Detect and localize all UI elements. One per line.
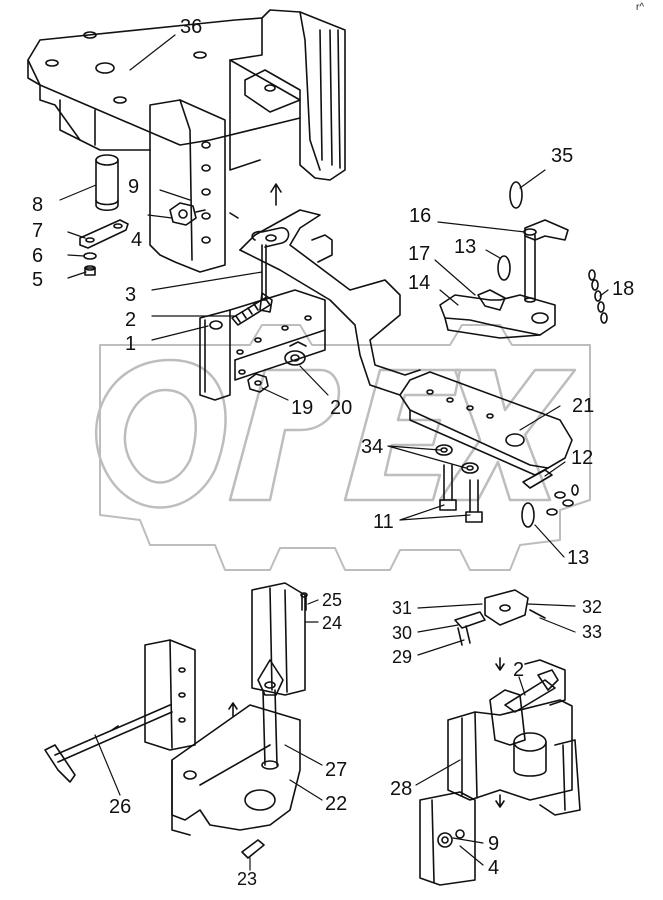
callout-21: 21 [572,395,595,417]
callout-31: 31 [392,598,413,618]
part-29-33-linkage [454,589,546,646]
callout-9: 9 [128,176,140,198]
callout-20: 20 [330,397,353,419]
part-8-pin [95,154,119,212]
callout-28: 28 [390,778,413,800]
callout-8: 8 [32,194,44,216]
part-13-ring-lower [521,502,535,528]
callout-29: 29 [392,647,413,667]
part-35-ring [509,181,523,209]
part-26-rod [44,704,173,783]
part-20-washer [284,341,307,366]
part-6-washer [83,252,97,260]
callout-30: 30 [392,623,413,643]
callout-6: 6 [32,245,44,267]
callout-27: 27 [325,759,348,781]
part-34-washers [435,444,479,474]
part-side-rail [149,99,226,273]
callout-34: 34 [361,436,384,458]
part-18-chain [588,269,608,324]
callout-36: 36 [180,16,203,38]
callout-16: 16 [409,205,432,227]
callout-2-lower: 2 [513,659,525,681]
callout-12: 12 [571,447,594,469]
callout-4: 4 [131,229,143,251]
part-7-clip [79,219,129,249]
part-22-bracket [171,704,301,836]
corner-mark: r^ [636,2,645,13]
callout-11: 11 [373,511,394,533]
part-rail-left [144,639,196,751]
part-13-ring-upper [497,255,511,281]
callout-7: 7 [32,220,44,242]
part-23-clip [241,839,265,859]
callout-19: 19 [291,397,314,419]
part-2-bolt [231,292,273,326]
callout-17: 17 [408,243,431,265]
callout-13-upper: 13 [454,236,477,258]
leader-lines [59,34,609,871]
watermark-gear [99,324,591,571]
part-1-bracket [199,289,326,401]
callout-4-lower: 4 [488,857,500,879]
callout-26: 26 [109,796,132,818]
part-11-bolts [439,464,483,523]
callout-5: 5 [32,269,44,291]
part-16-pin [523,219,569,303]
part-lower-rail [419,791,476,886]
part-14-hitch-block [439,289,556,339]
callout-25: 25 [322,590,343,610]
direction-arrows [228,183,505,808]
callout-24: 24 [322,613,343,633]
callout-13-lower: 13 [567,547,590,569]
part-12-clip [522,469,579,516]
part-25-bolt [300,592,308,611]
part-3-pin [261,244,267,301]
callout-3: 3 [125,284,137,306]
callout-2: 2 [125,309,137,331]
part-28-bracket [447,659,581,816]
part-rail-right [251,582,306,696]
part-9-nut [169,202,206,226]
callout-18: 18 [612,278,635,300]
callout-35: 35 [551,145,574,167]
part-36-plate [27,9,346,181]
part-5-bolt [84,265,96,276]
callout-22: 22 [325,793,348,815]
callout-1: 1 [125,333,137,355]
callout-33: 33 [582,622,603,642]
callout-14: 14 [408,272,431,294]
part-27-pin [257,659,284,770]
part-19-nut [247,373,269,393]
callout-9-lower: 9 [488,833,500,855]
callout-23: 23 [237,869,258,889]
watermark-text [95,358,577,509]
callout-32: 32 [582,597,603,617]
